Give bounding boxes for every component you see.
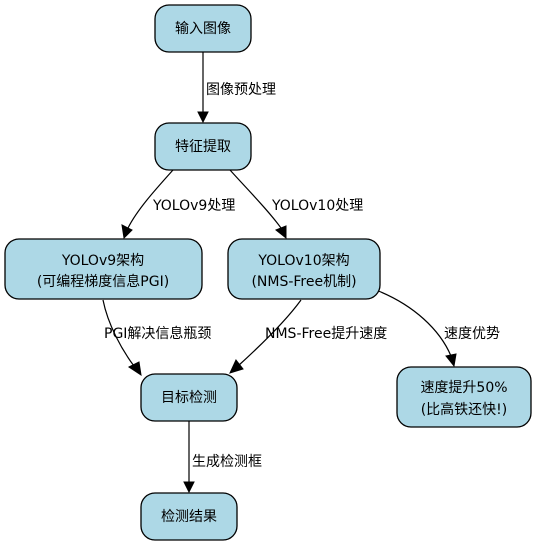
node-detection-result: 检测结果 <box>140 492 238 541</box>
node-detection-result-label: 检测结果 <box>161 509 217 525</box>
node-yolov10-line1: YOLOv10架构 <box>257 253 349 269</box>
edge-yolov10-to-speed <box>375 289 457 368</box>
node-object-detection-label: 目标检测 <box>161 390 217 406</box>
node-yolov9-line1: YOLOv9架构 <box>61 253 144 269</box>
edge-yolov10-to-detect <box>229 299 302 374</box>
node-speed-boost: 速度提升50% (比高铁还快!) <box>396 366 532 428</box>
edge-feature-to-yolov10 <box>229 169 287 240</box>
node-input-image-label: 输入图像 <box>175 21 231 37</box>
node-yolov10-line2: (NMS-Free机制) <box>251 274 356 290</box>
node-feature-extraction-label: 特征提取 <box>175 139 231 155</box>
node-yolov10-architecture: YOLOv10架构 (NMS-Free机制) <box>227 238 381 300</box>
edge-label-input-to-feature: 图像预处理 <box>206 82 276 98</box>
edge-label-feature-to-yolov9: YOLOv9处理 <box>152 198 235 214</box>
node-yolov9-line2: (可编程梯度信息PGI) <box>37 273 169 290</box>
node-object-detection: 目标检测 <box>140 373 238 422</box>
edge-label-detect-to-result: 生成检测框 <box>192 454 262 470</box>
edge-input-to-feature <box>197 52 209 124</box>
edge-label-yolov10-to-speed: 速度优势 <box>444 326 500 342</box>
node-yolov9-architecture: YOLOv9架构 (可编程梯度信息PGI) <box>4 238 203 300</box>
edge-yolov9-to-detect <box>102 299 142 377</box>
node-input-image: 输入图像 <box>154 4 252 53</box>
edge-detect-to-result <box>183 420 195 494</box>
node-feature-extraction: 特征提取 <box>154 122 252 171</box>
edge-label-feature-to-yolov10: YOLOv10处理 <box>271 198 363 214</box>
edge-label-yolov10-to-detect: NMS-Free提升速度 <box>265 326 387 342</box>
node-speed-boost-line1: 速度提升50% <box>420 380 507 396</box>
edge-feature-to-yolov9 <box>121 169 174 240</box>
edge-label-yolov9-to-detect: PGI解决信息瓶颈 <box>104 325 211 342</box>
node-speed-boost-line2: (比高铁还快!) <box>421 401 508 418</box>
